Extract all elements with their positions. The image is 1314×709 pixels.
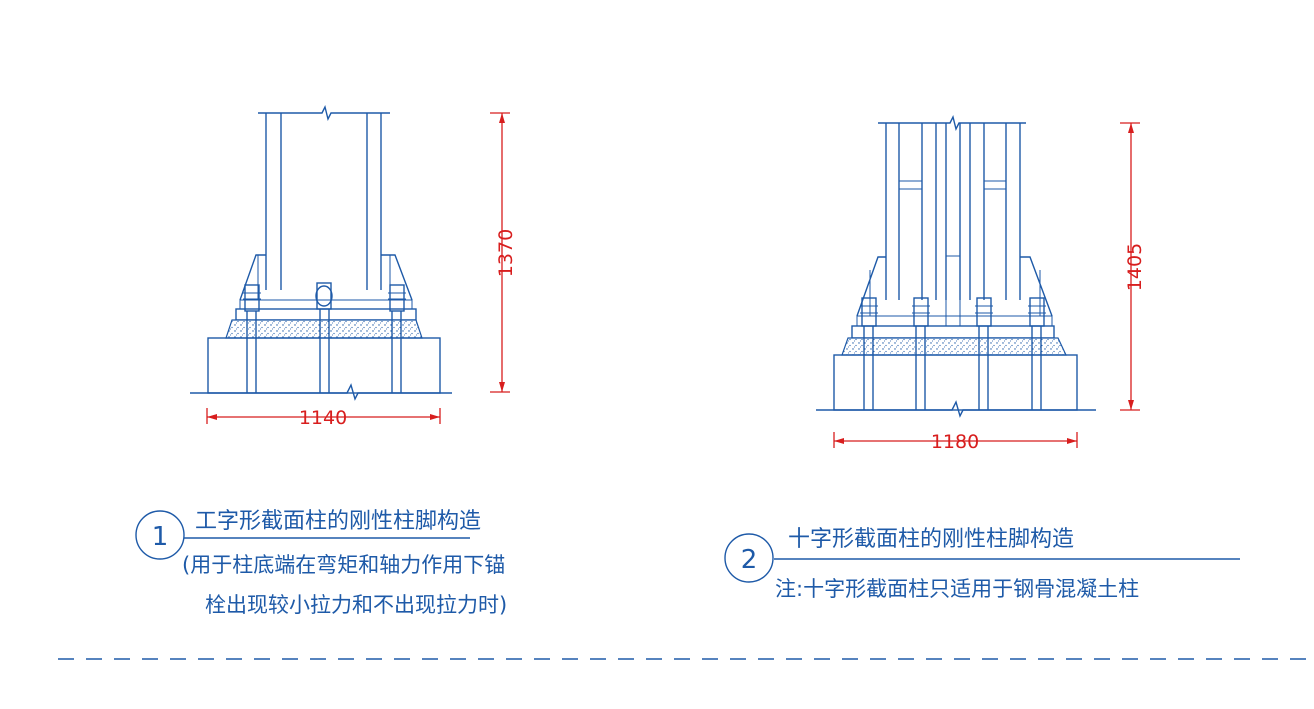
detail1-note-line1: (用于柱底端在弯矩和轴力作用下锚 bbox=[182, 553, 505, 577]
detail1-dim-horizontal bbox=[206, 408, 441, 424]
detail2-anchor-bolts bbox=[860, 297, 1046, 410]
detail1-foundation bbox=[207, 337, 441, 394]
detail1-column-break bbox=[258, 104, 390, 122]
detail1-drawing: 1370 1140 bbox=[190, 104, 517, 429]
detail2-drawing: 1405 1180 bbox=[816, 114, 1146, 453]
detail2-title: 十字形截面柱的刚性柱脚构造 bbox=[788, 527, 1074, 552]
detail2-base-plate bbox=[851, 325, 1055, 339]
detail2-column-break bbox=[878, 114, 1026, 132]
detail2-dim-horizontal bbox=[833, 432, 1078, 448]
detail2-number: 2 bbox=[741, 545, 758, 575]
detail1-ground-break bbox=[190, 383, 452, 401]
detail1-dim-vertical bbox=[490, 112, 510, 393]
detail1-note-line2: 栓出现较小拉力和不出现拉力时) bbox=[205, 593, 507, 617]
detail2-dim-height-label: 1405 bbox=[1124, 243, 1146, 291]
detail2-ground-break bbox=[816, 400, 1096, 418]
detail1-dim-height-label: 1370 bbox=[495, 229, 517, 277]
detail2-number-circle bbox=[724, 533, 774, 583]
detail1-anchor-bolts bbox=[243, 282, 406, 393]
detail1-stiffener-right bbox=[381, 254, 413, 301]
detail1-number-circle bbox=[135, 510, 185, 560]
detail1-title: 工字形截面柱的刚性柱脚构造 bbox=[195, 509, 481, 534]
detail1-base-plate bbox=[235, 308, 417, 321]
detail1-number: 1 bbox=[152, 522, 169, 552]
detail2-foundation bbox=[833, 354, 1078, 411]
detail2-dim-vertical bbox=[1120, 122, 1140, 411]
detail2-dim-width-label: 1180 bbox=[931, 431, 979, 453]
detail2-note: 注:十字形截面柱只适用于钢骨混凝土柱 bbox=[775, 577, 1139, 601]
detail1-dim-width-label: 1140 bbox=[299, 407, 347, 429]
